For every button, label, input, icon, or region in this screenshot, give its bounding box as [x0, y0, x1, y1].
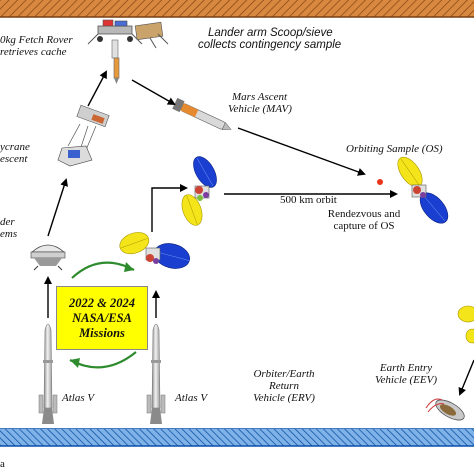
- lander-systems-label-line2: ems: [0, 228, 18, 240]
- atlas-left-label: Atlas V: [62, 392, 95, 404]
- lander-arm-label-line1: Lander arm Scoop/sieve: [208, 27, 333, 39]
- bottom-fragment-label: a: [0, 458, 5, 470]
- skycrane-icon: [57, 104, 110, 167]
- orbiter-icon: [457, 305, 474, 344]
- orbiting-sample-label: Orbiting Sample (OS): [346, 143, 443, 155]
- missions-label-line2: NASA/ESA: [72, 310, 132, 325]
- lander-systems-label-line1: der: [0, 216, 15, 228]
- rendezvous-label-line1: Rendezvous and: [327, 208, 401, 220]
- arrow-skycrane-to-rover: [87, 70, 107, 107]
- earth-surface: [0, 428, 474, 447]
- flow-arrows: [44, 70, 474, 396]
- mav-icon: [172, 97, 232, 131]
- rendezvous-label-line2: capture of OS: [333, 220, 395, 232]
- orbiter-icon: [181, 156, 217, 226]
- mav-label: Mars Ascent Vehicle (MAV): [228, 91, 292, 115]
- missions-label-line3: Missions: [79, 325, 125, 340]
- missions-label-line1: 2022 & 2024: [69, 295, 135, 310]
- fetch-rover-label-line2: retrieves cache: [0, 46, 67, 58]
- skycrane-label-line1: ycrane: [0, 141, 30, 153]
- mav-label-line1: Mars Ascent: [232, 91, 288, 103]
- orbiter-icon: [397, 156, 449, 224]
- rendezvous-label: Rendezvous and capture of OS: [314, 208, 414, 232]
- rocket-icon: [38, 323, 58, 424]
- orbiting-sample-dot: [377, 179, 383, 185]
- eev-label: Earth Entry Vehicle (EEV): [366, 362, 446, 386]
- skycrane-label-line2: escent: [0, 153, 28, 165]
- arrow-rover-to-mav: [131, 79, 176, 105]
- lander-arm-label: Lander arm Scoop/sieve collects continge…: [198, 27, 341, 51]
- orbit-label: 500 km orbit: [280, 194, 337, 206]
- eev-label-line2: Vehicle (EEV): [375, 374, 437, 386]
- eev-label-line1: Earth Entry: [379, 362, 433, 374]
- arrow-orbiter-to-orbit: [151, 184, 188, 232]
- fetch-rover-label: 0kg Fetch Rover retrieves cache: [0, 34, 73, 58]
- skycrane-label: ycrane escent: [0, 141, 30, 165]
- fetch-rover-icon: [87, 19, 169, 84]
- mission-cycle-arrows: [69, 261, 137, 369]
- lander-systems-label: der ems: [0, 216, 17, 240]
- lander-capsule-icon: [30, 244, 66, 271]
- eev-icon: [425, 398, 465, 421]
- atlas-right-label: Atlas V: [175, 392, 208, 404]
- mav-label-line2: Vehicle (MAV): [228, 103, 292, 115]
- arrow-mav-to-os: [237, 127, 366, 176]
- fetch-rover-label-line1: 0kg Fetch Rover: [0, 34, 73, 46]
- erv-label-line3: Vehicle (ERV): [253, 392, 315, 404]
- erv-label-line2: Return: [269, 380, 299, 392]
- rocket-icon: [146, 323, 166, 424]
- lander-arm-label-line2: collects contingency sample: [198, 39, 342, 51]
- missions-box: 2022 & 2024 NASA/ESA Missions: [56, 286, 148, 350]
- erv-label: Orbiter/Earth Return Vehicle (ERV): [244, 368, 324, 404]
- orbiter-icon: [119, 232, 190, 269]
- erv-label-line1: Orbiter/Earth: [253, 368, 315, 380]
- arrow-eev-to-earth: [458, 359, 474, 396]
- arrow-lander-to-skycrane: [47, 178, 68, 237]
- mars-surface: [0, 0, 474, 18]
